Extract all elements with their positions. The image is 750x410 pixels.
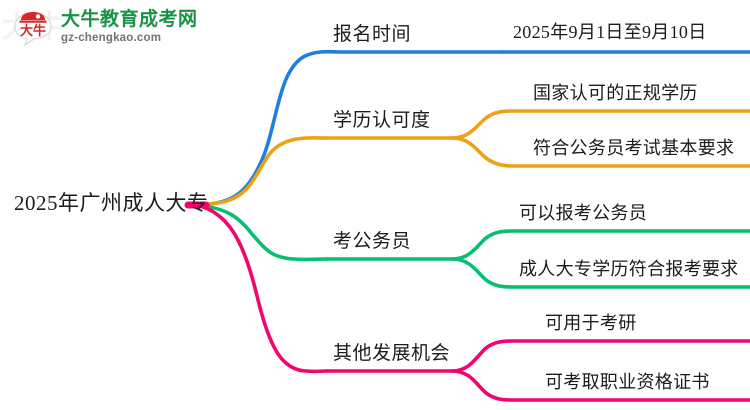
site-logo: 大牛 大牛教育成考网 gz-chengkao.com xyxy=(12,6,198,48)
root-node-label: 2025年广州成人大专 xyxy=(14,191,209,215)
branch-4-leaf-2-line xyxy=(450,369,750,402)
leaf-label-3-2: 成人大专学历符合报考要求 xyxy=(519,259,739,279)
branch-2-leaf-1-line xyxy=(450,109,750,140)
branch-4-leaf-1-line xyxy=(450,339,750,373)
branch-3-leaf-1-line xyxy=(450,229,750,261)
branch-4-trunk xyxy=(194,203,329,374)
branch-1-trunk xyxy=(194,49,343,207)
branch-label-2: 学历认可度 xyxy=(333,110,431,131)
branch-2-leaf-2-line xyxy=(450,136,750,168)
logo-text-block: 大牛教育成考网 gz-chengkao.com xyxy=(61,10,198,45)
leaf-label-4-2: 可考取职业资格证书 xyxy=(545,372,710,392)
cow-head-logo-icon: 大牛 xyxy=(12,6,54,48)
branch-label-3: 考公务员 xyxy=(333,231,412,252)
svg-text:大牛: 大牛 xyxy=(20,23,46,38)
leaf-label-3-1: 可以报考公务员 xyxy=(519,203,648,223)
branch-2-trunk xyxy=(194,136,329,207)
leaf-label-1-1: 2025年9月1日至9月10日 xyxy=(513,22,707,42)
branch-label-4: 其他发展机会 xyxy=(333,343,451,364)
logo-subtitle: gz-chengkao.com xyxy=(61,31,162,44)
leaf-label-4-1: 可用于考研 xyxy=(545,313,637,333)
branch-3-trunk xyxy=(194,203,329,262)
branch-label-1: 报名时间 xyxy=(333,24,412,45)
branch-3-leaf-2-line xyxy=(450,257,750,289)
leaf-label-2-2: 符合公务员考试基本要求 xyxy=(533,138,735,158)
logo-title: 大牛教育成考网 xyxy=(61,8,198,30)
leaf-label-2-1: 国家认可的正规学历 xyxy=(533,83,698,103)
